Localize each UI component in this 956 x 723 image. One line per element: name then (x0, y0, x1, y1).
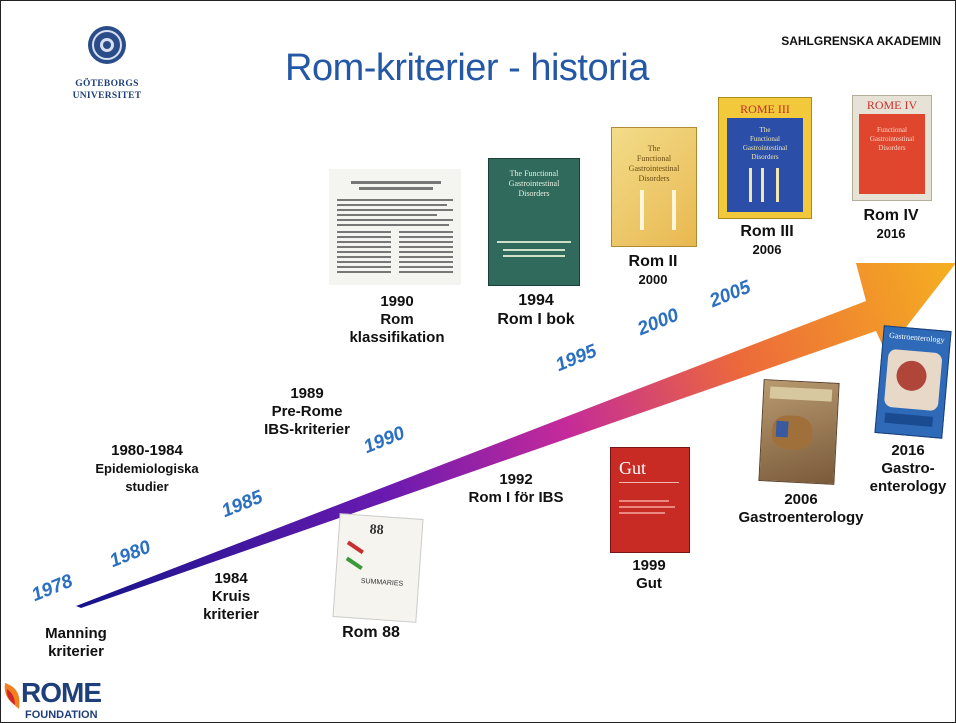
arrow-shape (76, 263, 955, 608)
rom4-cover-line1: Functional (877, 126, 907, 134)
rom2-cover-line3: Gastrointestinal (628, 164, 680, 173)
rome-foundation-logo: ROME FOUNDATION (1, 677, 131, 722)
rom4-line1: Rom IV (863, 207, 919, 224)
rom4-cover-line3: Disorders (878, 144, 906, 152)
rom1-book-cover: The Functional Gastrointestinal Disorder… (488, 158, 580, 286)
rom3-label: Rom III 2006 (721, 223, 813, 259)
rom1-cover-line2: Gastrointestinal (508, 179, 560, 188)
klass-line2: Rom (380, 311, 414, 328)
rom88-line1: Rom 88 (342, 624, 400, 641)
rome-logo-mark-icon (4, 683, 20, 709)
gastro2006-line1: 2006 (784, 491, 818, 508)
rom2-cover-line2: Functional (636, 154, 672, 163)
rome-logo-subtext: FOUNDATION (25, 709, 98, 721)
rom3-book-cover: ROME III The Functional Gastrointestinal… (718, 97, 812, 219)
gut-line2: Gut (636, 575, 662, 592)
gastro2016-line2: Gastro- (881, 460, 935, 477)
kruis-line2: Kruis (211, 588, 251, 605)
rom4-book-cover: ROME IV Functional Gastrointestinal Diso… (852, 95, 932, 201)
rom1-cover-line1: The Functional (509, 169, 559, 178)
gut-label: 1999 Gut (609, 557, 689, 593)
epi-line2: Epidemiologiska (95, 461, 199, 476)
epi-line1: 1980-1984 (111, 442, 183, 459)
gut-journal-cover: Gut (610, 447, 690, 553)
rom-klassifikation-document-image (329, 169, 461, 285)
rom1bok-line1: 1994 (518, 292, 554, 309)
prerome-line1: 1989 (290, 385, 324, 402)
rom1-cover-line3: Disorders (518, 189, 550, 198)
rom3-cover-line1: The (759, 126, 771, 134)
rom1bok-line2: Rom I bok (497, 311, 575, 328)
rom4-label: Rom IV 2016 (849, 207, 933, 243)
rom3-line2: 2006 (752, 242, 782, 257)
kruis-line3: kriterier (203, 606, 259, 623)
university-logo: GÖTEBORGS UNIVERSITET (62, 15, 152, 115)
manning-label: Manning kriterier (31, 625, 121, 661)
gastro2016-label: 2016 Gastro- enterology (863, 442, 953, 496)
gastro2016-line3: enterology (869, 478, 947, 495)
gastro2006-line2: Gastroenterology (738, 509, 864, 526)
rom2-line2: 2000 (638, 272, 668, 287)
gastroenterology-2006-cover (758, 379, 840, 485)
rom3-line1: Rom III (740, 223, 794, 240)
manning-line2: kriterier (48, 643, 104, 660)
rom88-cover-title: 88 (369, 522, 385, 539)
klass-line1: 1990 (380, 293, 414, 310)
rom88-document-image: 88 SUMMARIES (332, 513, 424, 623)
page-title: Rom-kriterier - historia (285, 47, 649, 89)
prerome-line2: Pre-Rome (271, 403, 343, 420)
gastroenterology-2016-cover: Gastroenterology (874, 325, 952, 439)
gastro2016-line1: 2016 (891, 442, 925, 459)
rom88-label: Rom 88 (326, 624, 416, 642)
prerome-label: 1989 Pre-Rome IBS-kriterier (237, 385, 377, 439)
institution-label: SAHLGRENSKA AKADEMIN (781, 34, 941, 48)
klass-line3: klassifikation (349, 329, 445, 346)
rom4-line2: 2016 (876, 226, 906, 241)
gut-cover-title: Gut (619, 458, 646, 478)
rom1ibs-line1: 1992 (499, 471, 533, 488)
seal-icon (88, 26, 126, 64)
rom88-cover-line1: SUMMARIES (360, 577, 404, 588)
rom2-cover-line1: The (647, 144, 661, 153)
rom3-cover-line4: Disorders (751, 153, 779, 161)
rom2-line1: Rom II (628, 253, 678, 270)
rom3-cover-title: ROME III (740, 102, 790, 116)
university-name-line2: UNIVERSITET (72, 91, 142, 101)
rom2-label: Rom II 2000 (611, 253, 695, 289)
rome-logo-text: ROME (21, 677, 102, 708)
epidemiology-label: 1980-1984 Epidemiologiska studier (77, 442, 217, 496)
rom3-cover-line2: Functional (750, 135, 780, 143)
rom4-cover-line2: Gastrointestinal (869, 135, 915, 143)
rom4-cover-title: ROME IV (866, 98, 918, 112)
gastro2006-label: 2006 Gastroenterology (726, 491, 876, 527)
rom1ibs-line2: Rom I för IBS (468, 489, 564, 506)
gastro2016-cover-title: Gastroenterology (888, 330, 945, 345)
rom3-cover-line3: Gastrointestinal (742, 144, 788, 152)
kruis-label: 1984 Kruis kriterier (186, 570, 276, 624)
kruis-line1: 1984 (214, 570, 248, 587)
rom1-ibs-label: 1992 Rom I för IBS (451, 471, 581, 507)
rom-klassifikation-label: 1990 Rom klassifikation (331, 293, 463, 347)
gut-line1: 1999 (632, 557, 666, 574)
manning-line1: Manning (45, 625, 107, 642)
epi-line3: studier (125, 479, 169, 494)
rom1-book-label: 1994 Rom I bok (471, 291, 601, 329)
rom2-cover-line4: Disorders (638, 174, 670, 183)
rom2-book-cover: The Functional Gastrointestinal Disorder… (611, 127, 697, 247)
prerome-line3: IBS-kriterier (264, 421, 350, 438)
university-name-line1: GÖTEBORGS (75, 79, 139, 89)
